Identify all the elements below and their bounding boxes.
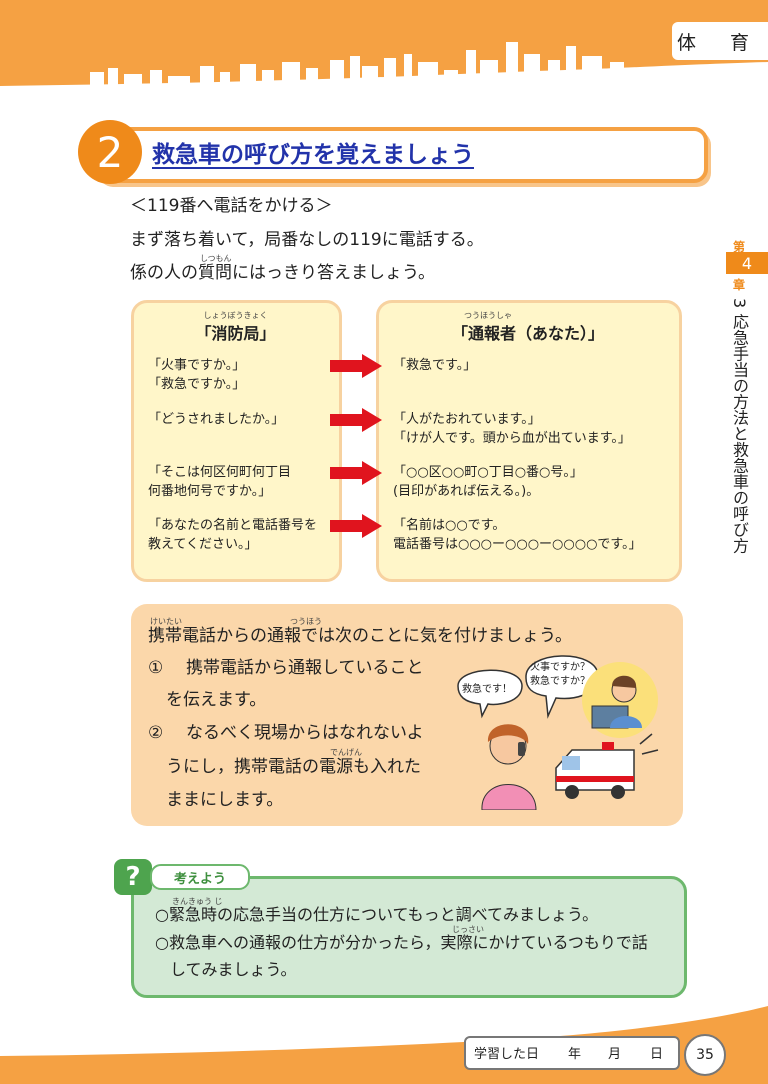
- intro-line-2: 係の人のしつもん質問にはっきり答えましょう。: [130, 254, 435, 283]
- header-skyline: [0, 0, 768, 86]
- think-line-1: ○緊急時の応急手当の仕方についてもっと調べてみましょう。: [155, 905, 599, 924]
- question-icon: ?: [114, 859, 152, 895]
- caller-panel: [376, 300, 682, 582]
- arrow-right-icon: [330, 461, 382, 485]
- mobile-item-2-ruby: でんげん: [330, 748, 362, 757]
- think-line-2: ○救急車への通報の仕方が分かったら，実際にかけているつもりで話: [155, 933, 648, 952]
- bubble-woman-text: 救急です！: [462, 684, 512, 695]
- page-number: 35: [684, 1034, 726, 1076]
- arrow-right-icon: [330, 354, 382, 378]
- bubble-operator-line-1: 火事ですか？: [530, 662, 590, 673]
- mobile-item-2-line-1: なるべく現場からはなれないよ: [186, 723, 424, 743]
- section-title-frame: [96, 127, 708, 183]
- think-line-3: してみましょう。: [170, 960, 297, 979]
- chapter-prefix: 第: [733, 240, 746, 254]
- arrow-right-icon: [330, 514, 382, 538]
- section-number: 2: [78, 120, 142, 184]
- dialog-left-row-1: 「火事ですか。」「救急ですか。」: [148, 358, 246, 392]
- left-head: 「消防局」: [195, 324, 276, 343]
- dialog-right-row-3: 「○○区○○町○丁目○番○号。」(目印があれば伝える。)。: [393, 465, 583, 499]
- study-day-label: 日: [650, 1047, 664, 1062]
- think-ruby-2: じっさい: [452, 925, 484, 934]
- study-date-box[interactable]: [464, 1036, 680, 1070]
- dialog-right-row-1: 「救急です。」: [393, 358, 477, 373]
- left-head-ruby: しょうぼうきょく: [203, 311, 268, 320]
- mobile-intro: 携帯電話からの通報では次のことに気を付けましょう。: [148, 626, 572, 646]
- side-chapter-title: 3 応急手当の方法と救急車の呼び方: [730, 298, 749, 554]
- dialog-right-row-4: 「名前は○○です。電話番号は○○○ー○○○ー○○○○です。」: [393, 518, 642, 552]
- subject-tab: 体 育: [672, 22, 768, 60]
- chapter-suffix: 章: [733, 278, 746, 292]
- emergency-call-illustration: [457, 655, 659, 810]
- think-label: 考えよう: [150, 864, 250, 890]
- dialog-left-row-4: 「あなたの名前と電話番号を教えてください。」: [148, 518, 318, 552]
- arrow-right-icon: [330, 408, 382, 432]
- chapter-number: 4: [726, 252, 768, 274]
- section-title: 救急車の呼び方を覚えましょう: [152, 142, 474, 168]
- mobile-ruby-2: つうほう: [290, 617, 322, 626]
- study-date-label: 学習した日: [474, 1047, 540, 1062]
- mobile-item-1-num: ①: [148, 658, 164, 678]
- mobile-item-1-line-2: を伝えます。: [166, 690, 267, 710]
- subheading: ＜119番へ電話をかける＞: [130, 196, 333, 216]
- mobile-item-1-line-1: 携帯電話から通報していること: [186, 658, 424, 678]
- right-head: 「通報者（あなた）」: [451, 324, 604, 343]
- mobile-item-2-num: ②: [148, 723, 164, 743]
- dialog-left-row-2: 「どうされましたか。」: [148, 412, 285, 427]
- dialog-right-row-2: 「人がたおれています。」「けが人です。頭から血が出ています。」: [393, 412, 631, 446]
- right-head-ruby: つうほうしゃ: [464, 311, 512, 320]
- intro-line-1: まず落ち着いて，局番なしの119に電話する。: [130, 230, 484, 250]
- mobile-ruby-1: けいたい: [150, 617, 182, 626]
- think-ruby-1: きんきゅう じ: [172, 897, 223, 906]
- bubble-operator-line-2: 救急ですか？: [530, 676, 590, 687]
- fire-department-panel: [131, 300, 342, 582]
- mobile-item-2-line-2: うにし，携帯電話の電源も入れた: [166, 757, 421, 777]
- study-year-label: 年: [568, 1047, 582, 1062]
- think-box: [131, 876, 687, 998]
- study-month-label: 月: [608, 1047, 622, 1062]
- mobile-item-2-line-3: ままにします。: [166, 790, 284, 810]
- dialog-left-row-3: 「そこは何区何町何丁目何番地何号ですか。」: [148, 465, 292, 499]
